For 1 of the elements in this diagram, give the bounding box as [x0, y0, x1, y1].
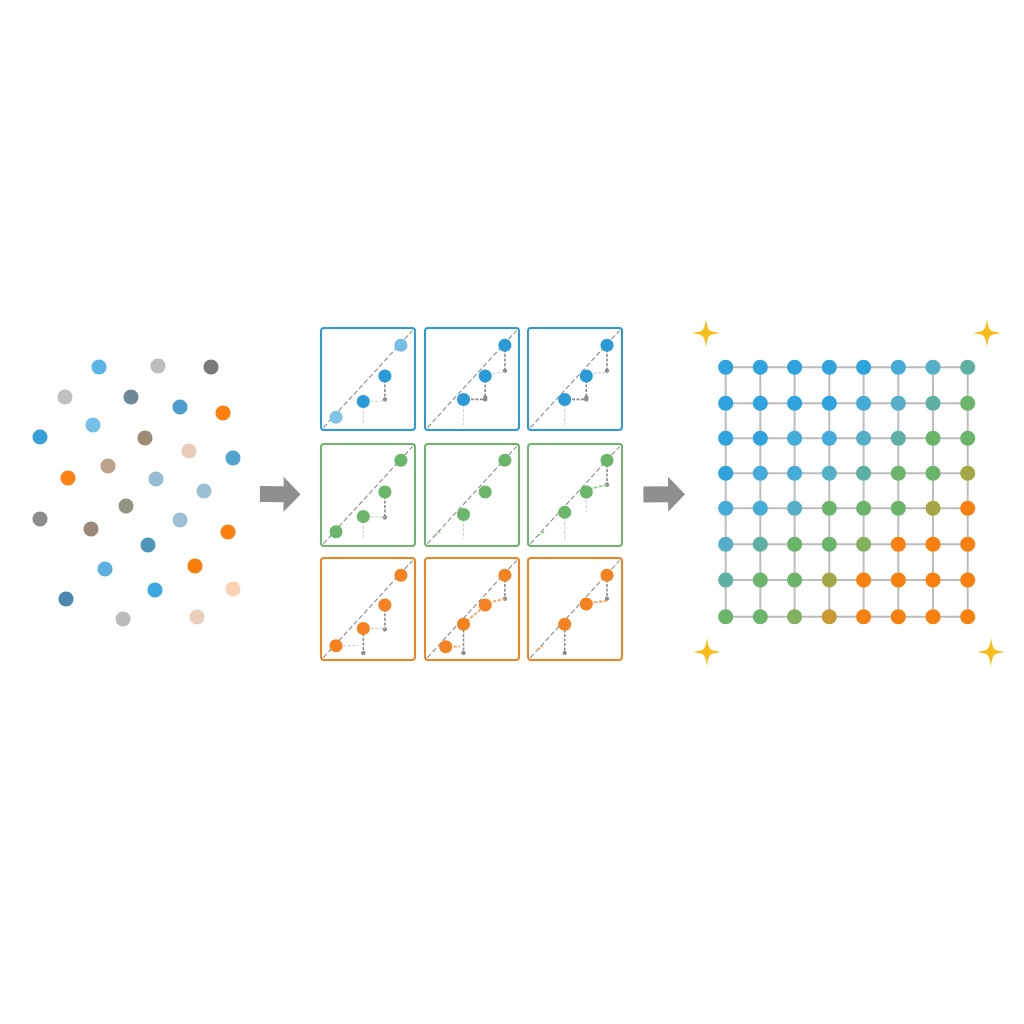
lattice-grid [718, 359, 976, 625]
